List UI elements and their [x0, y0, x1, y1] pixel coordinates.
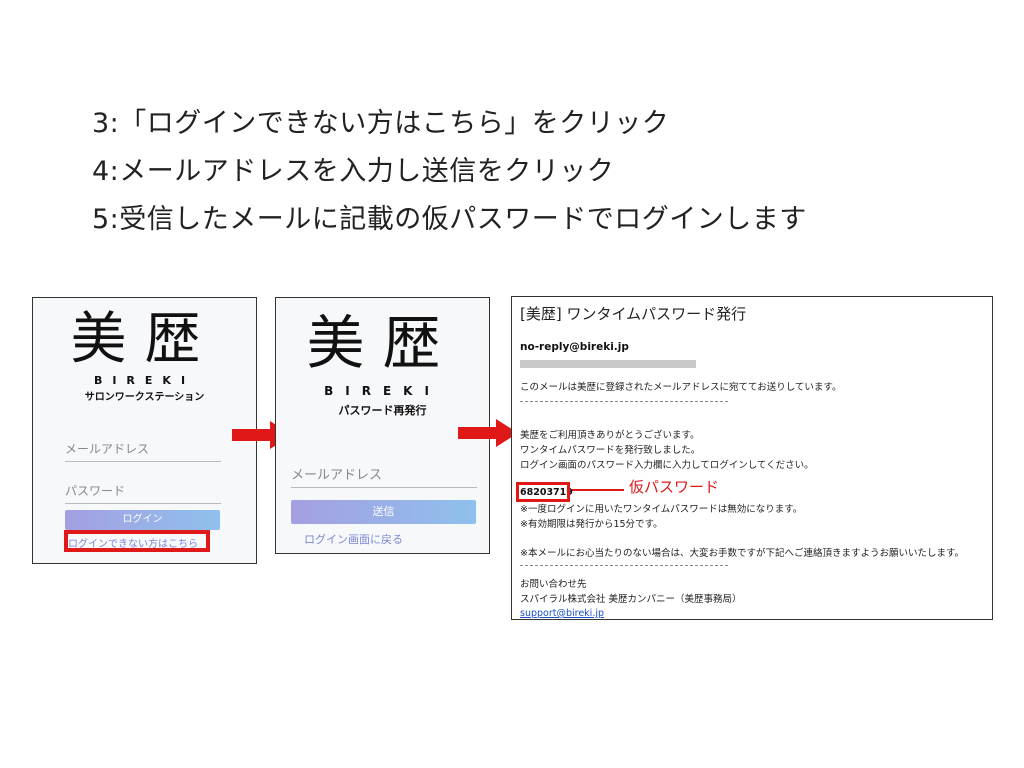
- right-arrow-icon: [458, 419, 518, 447]
- password-input[interactable]: パスワード: [65, 482, 221, 504]
- temporary-password-callout: 仮パスワード: [629, 478, 720, 496]
- email-note: ※有効期限は発行から15分です。: [520, 519, 663, 530]
- divider: [520, 401, 728, 402]
- email-sender: no-reply@bireki.jp: [520, 341, 629, 353]
- reset-subtitle: パスワード再発行: [338, 404, 427, 417]
- step-4: 4:メールアドレスを入力し送信をクリック: [92, 156, 615, 187]
- contact-label: お問い合わせ先: [520, 579, 587, 590]
- email-note: ※本メールにお心当たりのない場合は、大変お手数ですが下記へご連絡頂きますようお願…: [520, 548, 965, 559]
- forgot-password-link[interactable]: ログインできない方はこちら: [68, 539, 198, 550]
- step-5: 5:受信したメールに記載の仮パスワードでログインします: [92, 204, 807, 235]
- login-button[interactable]: ログイン: [65, 510, 220, 530]
- redacted-recipient: [520, 360, 696, 368]
- email-input[interactable]: メールアドレス: [65, 440, 221, 462]
- send-button[interactable]: 送信: [291, 500, 476, 524]
- company-name: スパイラル株式会社 美歴カンパニー（美歴事務局）: [520, 594, 742, 605]
- email-intro: このメールは美歴に登録されたメールアドレスに宛ててお送りしています。: [520, 382, 842, 393]
- logo-kanji: 美歴: [306, 309, 459, 377]
- email-panel: [美歴] ワンタイムパスワード発行 no-reply@bireki.jp このメ…: [511, 296, 993, 620]
- code-highlight: [516, 482, 570, 502]
- step-3: 3:「ログインできない方はこちら」をクリック: [92, 108, 670, 139]
- password-reset-panel: 美歴 BIREKI パスワード再発行 メールアドレス 送信 ログイン画面に戻る: [275, 297, 490, 554]
- logo-roman: BIREKI: [324, 384, 441, 398]
- email-body-line: ワンタイムパスワードを発行致しました。: [520, 445, 701, 456]
- email-body-line: ログイン画面のパスワード入力欄に入力してログインしてください。: [520, 460, 814, 471]
- email-input[interactable]: メールアドレス: [291, 464, 477, 488]
- instruction-steps: 3:「ログインできない方はこちら」をクリック 4:メールアドレスを入力し送信をク…: [92, 100, 807, 244]
- support-email-link[interactable]: support@bireki.jp: [520, 608, 605, 619]
- login-subtitle: サロンワークステーション: [84, 392, 205, 403]
- email-body-line: 美歴をご利用頂きありがとうございます。: [520, 430, 700, 441]
- divider: [520, 565, 728, 566]
- back-to-login-link[interactable]: ログイン画面に戻る: [304, 533, 403, 546]
- login-panel: 美歴 BIREKI サロンワークステーション メールアドレス パスワード ログイ…: [32, 297, 257, 564]
- logo-kanji: 美歴: [70, 307, 219, 372]
- temporary-password-code: 68203719: [520, 487, 573, 498]
- callout-line: [572, 489, 624, 491]
- email-subject: [美歴] ワンタイムパスワード発行: [520, 305, 747, 323]
- email-note: ※一度ログインに用いたワンタイムパスワードは無効になります。: [520, 504, 803, 515]
- forgot-link-highlight: [64, 530, 210, 552]
- logo-roman: BIREKI: [93, 374, 196, 387]
